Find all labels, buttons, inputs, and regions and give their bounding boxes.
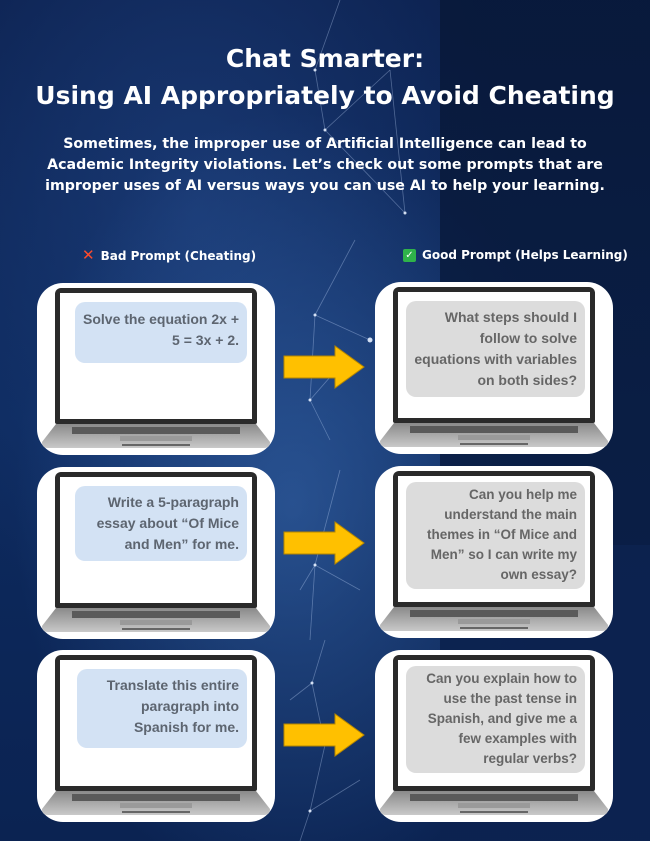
good-prompt-laptop-2: Can you help me understand the main them… xyxy=(375,466,613,638)
bad-prompt-bubble: Write a 5-paragraph essay about “Of Mice… xyxy=(75,486,247,561)
laptop-keyboard-base xyxy=(380,791,608,815)
intro-text: Sometimes, the improper use of Artificia… xyxy=(45,136,605,194)
good-prompt-label: Good Prompt (Helps Learning) xyxy=(422,248,628,262)
arrow-right-icon xyxy=(283,713,365,757)
arrow-right-icon xyxy=(283,345,365,389)
bad-prompt-heading: ✕ Bad Prompt (Cheating) xyxy=(82,248,256,263)
page-title: Chat Smarter: Using AI Appropriately to … xyxy=(0,40,650,114)
cross-mark-icon: ✕ xyxy=(82,246,95,264)
bad-prompt-label: Bad Prompt (Cheating) xyxy=(100,248,257,263)
laptop-keyboard-base xyxy=(42,608,270,632)
arrow-right-icon xyxy=(283,521,365,565)
laptop-keyboard-base xyxy=(380,607,608,631)
laptop-keyboard-base xyxy=(42,424,270,448)
laptop-screen: Can you explain how to use the past tens… xyxy=(393,655,595,791)
good-prompt-heading: ✓ Good Prompt (Helps Learning) xyxy=(403,248,628,262)
bad-prompt-bubble: Translate this entire paragraph into Spa… xyxy=(77,669,247,748)
good-prompt-bubble: Can you help me understand the main them… xyxy=(406,482,585,589)
laptop-screen: Write a 5-paragraph essay about “Of Mice… xyxy=(55,472,257,608)
bad-prompt-bubble: Solve the equation 2x + 5 = 3x + 2. xyxy=(75,302,247,363)
check-mark-icon: ✓ xyxy=(403,248,416,262)
laptop-screen: Can you help me understand the main them… xyxy=(393,471,595,607)
bad-prompt-laptop-2: Write a 5-paragraph essay about “Of Mice… xyxy=(37,467,275,639)
laptop-keyboard-base xyxy=(42,791,270,815)
good-prompt-laptop-3: Can you explain how to use the past tens… xyxy=(375,650,613,822)
bad-prompt-laptop-3: Translate this entire paragraph into Spa… xyxy=(37,650,275,822)
laptop-keyboard-base xyxy=(380,423,608,447)
good-prompt-laptop-1: What steps should I follow to solve equa… xyxy=(375,282,613,454)
laptop-screen: What steps should I follow to solve equa… xyxy=(393,287,595,423)
title-line-1: Chat Smarter: xyxy=(225,44,425,73)
laptop-screen: Translate this entire paragraph into Spa… xyxy=(55,655,257,791)
bad-prompt-laptop-1: Solve the equation 2x + 5 = 3x + 2. xyxy=(37,283,275,455)
laptop-screen: Solve the equation 2x + 5 = 3x + 2. xyxy=(55,288,257,424)
good-prompt-bubble: Can you explain how to use the past tens… xyxy=(406,666,585,773)
good-prompt-bubble: What steps should I follow to solve equa… xyxy=(406,301,585,397)
title-line-2: Using AI Appropriately to Avoid Cheating xyxy=(35,81,615,110)
